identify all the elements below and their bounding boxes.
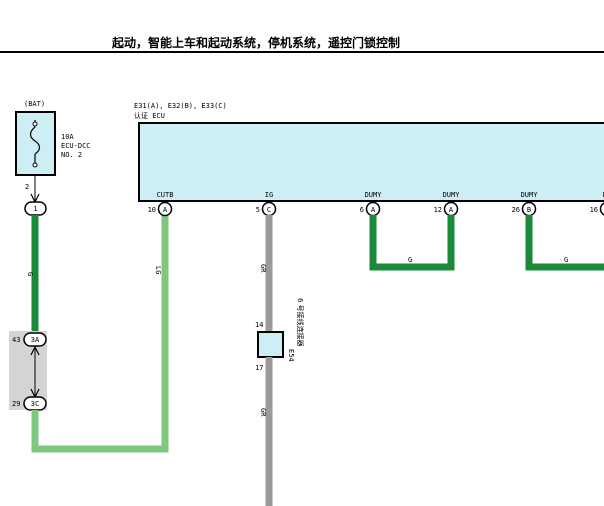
- ecu-name: 认证 ECU: [134, 111, 165, 120]
- arrow-up-icon: [30, 345, 40, 356]
- joint-pin-top-number: 43: [12, 336, 20, 344]
- junction-id: E54: [287, 349, 295, 362]
- ecu-connectors: E31(A), E32(B), E33(C): [134, 102, 227, 110]
- terminal-name: DUMY: [521, 191, 539, 199]
- terminal-conn: A: [163, 206, 168, 214]
- junction-name: 6 号接线连接器: [296, 298, 305, 347]
- ecu-terminal: DUMY A 12: [434, 191, 461, 217]
- wire-label-lg: LG: [154, 266, 162, 274]
- ecu-terminal: DU 16: [590, 191, 604, 216]
- fuse-terminal-bottom-icon: [32, 162, 38, 168]
- wire-label-g-dumy-1: G: [408, 256, 412, 264]
- terminal-pin-number: 6: [360, 206, 364, 214]
- terminal-conn: C: [267, 206, 271, 214]
- terminal-pin-circle: [599, 202, 604, 216]
- bat-label: (BAT): [24, 100, 45, 108]
- junction-pin-top: 14: [255, 321, 263, 329]
- joint-pin-bottom-conn: 3C: [31, 400, 39, 408]
- fuse-pin-out: 2: [25, 183, 29, 191]
- terminal-conn: A: [449, 206, 454, 214]
- wire-g-dumy-loop-2: [525, 215, 604, 271]
- terminal-pin-number: 16: [590, 206, 598, 214]
- ecu-terminal: CUTB A 10: [148, 191, 174, 217]
- wire-label-gr-top: GR: [259, 264, 267, 273]
- fuse-rating: 10A: [61, 133, 74, 141]
- terminal-pin-number: 12: [434, 206, 442, 214]
- wire-g-dumy-loop-1: [369, 215, 455, 271]
- wire-label-gr-bottom: GR: [259, 408, 267, 417]
- junction-connector-box: [257, 331, 284, 358]
- joint-pin-bottom-number: 29: [12, 400, 20, 408]
- page-title: 起动，智能上车和起动系统，停机系统，遥控门锁控制: [111, 35, 400, 50]
- terminal-conn: A: [371, 206, 376, 214]
- terminal-name: IG: [265, 191, 273, 199]
- fuse-pin-circle: 1: [33, 205, 37, 213]
- fuse-terminal-top-icon: [32, 121, 38, 127]
- terminal-name: DUMY: [365, 191, 383, 199]
- ecu-terminal: DUMY B 26: [512, 191, 539, 217]
- terminal-pin-number: 10: [148, 206, 156, 214]
- terminal-pin-circle: [157, 201, 173, 217]
- ecu-terminals: CUTBA10IGC5DUMYA6DUMYA12DUMYB26DU16: [148, 191, 604, 217]
- fuse-name: ECU-DCC: [61, 142, 91, 150]
- wire-label-g-dumy-2: G: [564, 256, 568, 264]
- junction-pin-bottom: 17: [255, 364, 263, 372]
- terminal-name: DU: [603, 191, 604, 199]
- wire-label-g-left: G: [26, 272, 34, 276]
- terminal-pin-number: 5: [256, 206, 260, 214]
- fuse-number: NO. 2: [61, 151, 82, 159]
- joint-pin-top-conn: 3A: [31, 336, 40, 344]
- terminal-pin-number: 26: [512, 206, 520, 214]
- terminal-name: DUMY: [443, 191, 461, 199]
- ecu-box: [138, 122, 604, 202]
- wire-lg-cutb: [31, 215, 169, 453]
- ecu-terminal: DUMY A6: [360, 191, 383, 217]
- terminal-name: CUTB: [157, 191, 174, 199]
- terminal-conn: B: [527, 206, 531, 214]
